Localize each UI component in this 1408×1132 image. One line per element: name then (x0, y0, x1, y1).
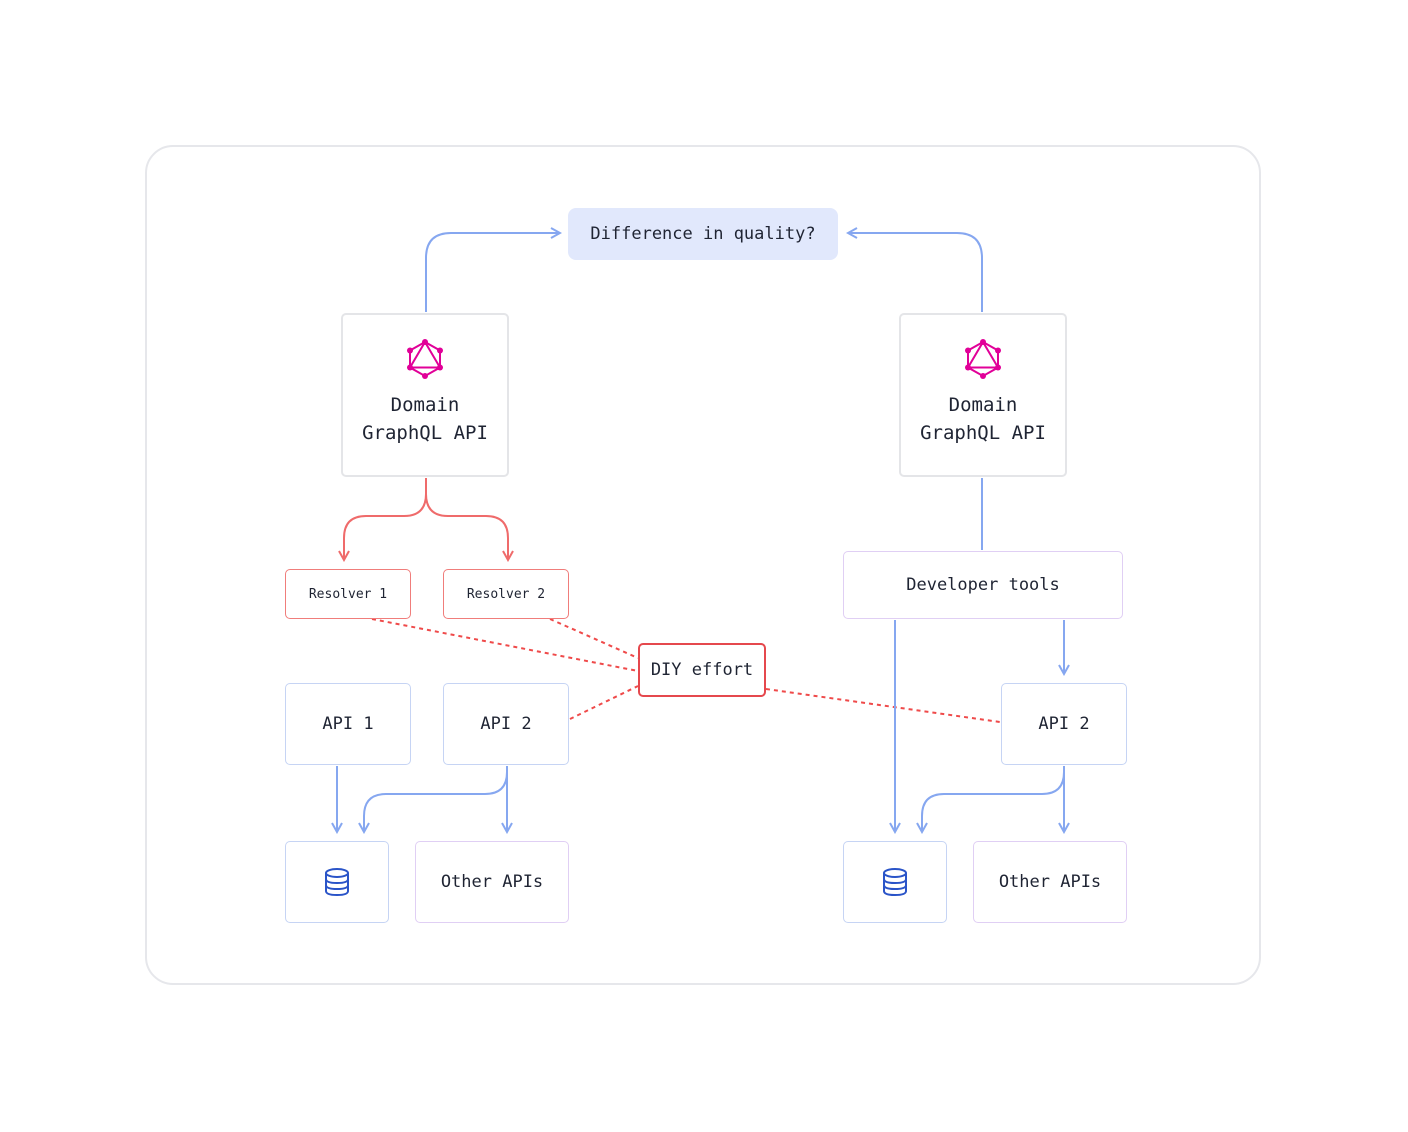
right-graphql-line2: GraphQL API (920, 422, 1046, 444)
database-icon (325, 868, 349, 896)
left-database-box (285, 841, 389, 923)
resolver-2-box: Resolver 2 (443, 569, 569, 619)
left-api-1-box: API 1 (285, 683, 411, 765)
left-graphql-api-box: Domain GraphQL API (341, 313, 509, 477)
right-other-apis-box: Other APIs (973, 841, 1127, 923)
diy-effort-box: DIY effort (638, 643, 766, 697)
left-api-2-box: API 2 (443, 683, 569, 765)
left-other-apis-label: Other APIs (440, 872, 544, 892)
developer-tools-label: Developer tools (906, 575, 1060, 595)
right-api-2-box: API 2 (1001, 683, 1127, 765)
left-api-2-label: API 2 (480, 714, 532, 734)
right-database-box (843, 841, 947, 923)
left-api-1-label: API 1 (322, 714, 374, 734)
database-icon (883, 868, 907, 896)
right-graphql-line1: Domain (948, 394, 1018, 416)
graphql-logo-icon (965, 339, 1001, 379)
right-graphql-api-box: Domain GraphQL API (899, 313, 1067, 477)
resolver-2-label: Resolver 2 (466, 586, 546, 602)
graphql-logo-icon (407, 339, 443, 379)
right-other-apis-label: Other APIs (998, 872, 1102, 892)
left-other-apis-box: Other APIs (415, 841, 569, 923)
left-graphql-line1: Domain (390, 394, 460, 416)
resolver-1-label: Resolver 1 (308, 586, 388, 602)
left-graphql-line2: GraphQL API (362, 422, 488, 444)
right-api-2-label: API 2 (1038, 714, 1090, 734)
resolver-1-box: Resolver 1 (285, 569, 411, 619)
question-box: Difference in quality? (568, 208, 838, 260)
developer-tools-box: Developer tools (843, 551, 1123, 619)
question-label: Difference in quality? (590, 224, 816, 244)
diy-effort-label: DIY effort (650, 660, 754, 680)
